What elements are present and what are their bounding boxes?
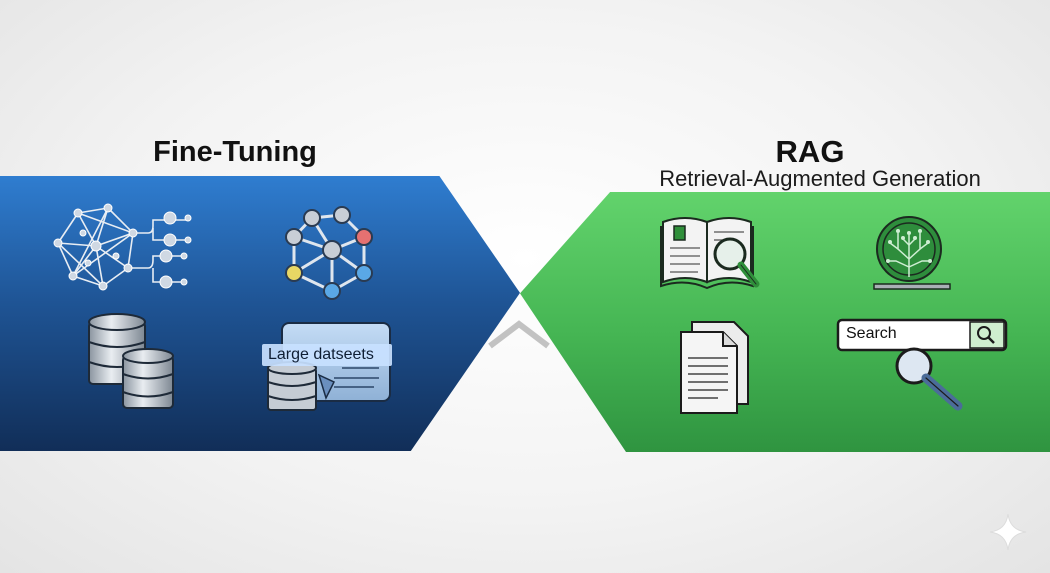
neural-network-icon (53, 203, 192, 291)
search-label: Search (846, 325, 897, 342)
dataset-label: Large datseets (262, 344, 392, 366)
dataset-document-icon (267, 322, 391, 411)
chevron-up-icon (488, 320, 550, 349)
search-bar-icon (836, 318, 1008, 411)
sparkle-icon (989, 513, 1027, 551)
node-graph-icon (285, 206, 373, 300)
rag-subtitle: Retrieval-Augmented Generation (659, 166, 981, 191)
documents-icon (680, 321, 749, 414)
book-magnifier-icon (660, 217, 760, 290)
fine-tuning-panel (0, 176, 520, 451)
circuit-brain-icon (873, 216, 951, 290)
rag-title: RAG (775, 134, 845, 169)
fine-tuning-title: Fine-Tuning (153, 136, 317, 168)
database-stack-icon (88, 313, 174, 409)
